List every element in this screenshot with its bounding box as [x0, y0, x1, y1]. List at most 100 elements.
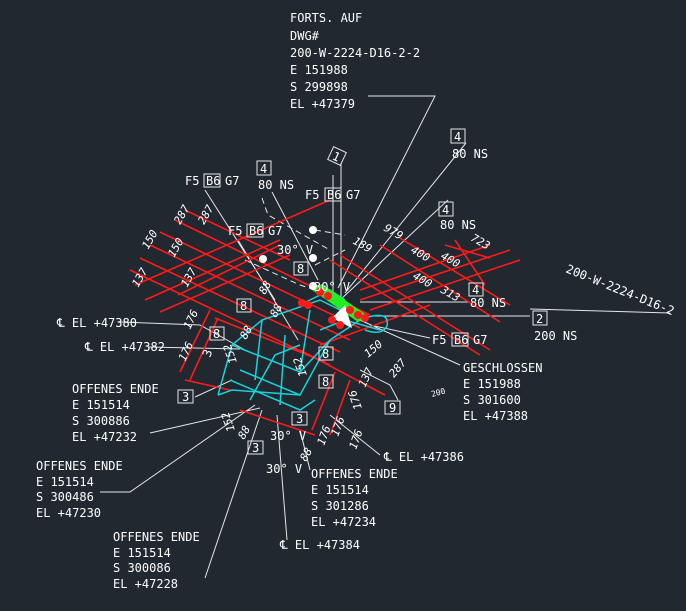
closed-end-s: S 301600	[463, 393, 521, 407]
closed-end-e: E 151988	[463, 377, 521, 391]
svg-text:400: 400	[409, 243, 433, 264]
slope-label: 200	[430, 386, 446, 398]
svg-text:150: 150	[165, 235, 186, 259]
svg-text:B6: B6	[327, 188, 341, 202]
item-number: 8	[297, 262, 304, 276]
svg-text:S 300886: S 300886	[72, 414, 130, 428]
svg-text:E 151514: E 151514	[113, 546, 171, 560]
svg-text:B6: B6	[249, 224, 263, 238]
svg-text:S 300086: S 300086	[113, 561, 171, 575]
spec-label: F5 B6 G7	[432, 333, 487, 347]
svg-text:G7: G7	[268, 224, 282, 238]
svg-text:S 300486: S 300486	[36, 490, 94, 504]
open-end-label: OFFENES ENDE E 151514 S 300886 EL +47232	[72, 382, 159, 444]
item-number: 8	[240, 299, 247, 313]
continuation-label: FORTS. AUF	[290, 11, 362, 25]
svg-text:287: 287	[386, 356, 409, 380]
angle-label: 30° V	[277, 243, 313, 257]
callout-size: 80 NS	[452, 147, 488, 161]
continuation-s: S 299898	[290, 80, 348, 94]
svg-text:OFFENES ENDE: OFFENES ENDE	[311, 467, 398, 481]
svg-text:S 301286: S 301286	[311, 499, 369, 513]
item-number: 8	[322, 375, 329, 389]
svg-text:EL +47230: EL +47230	[36, 506, 101, 520]
angle-label: 30° V	[270, 429, 306, 443]
callout-size: 80 NS	[258, 178, 294, 192]
weld-points	[298, 288, 369, 329]
item-number: 3	[200, 347, 216, 359]
callout-size: 200 NS	[534, 329, 577, 343]
svg-text:287: 287	[171, 202, 192, 226]
svg-text:B6: B6	[454, 333, 468, 347]
support-points	[259, 226, 317, 290]
svg-text:150: 150	[362, 337, 386, 360]
svg-text:88: 88	[256, 278, 274, 296]
item-number: 3	[252, 441, 259, 455]
svg-text:176: 176	[346, 388, 365, 411]
centerline-elevation: ℄ EL +47386	[383, 450, 464, 464]
svg-text:137: 137	[356, 365, 376, 389]
spec-label: F5 B6 G7	[185, 174, 239, 188]
centerline-elevation: ℄ EL +47382	[84, 340, 165, 354]
svg-text:OFFENES ENDE: OFFENES ENDE	[36, 459, 123, 473]
callout-box: 4	[472, 283, 479, 297]
item-number: 8	[213, 327, 220, 341]
open-end-label: OFFENES ENDE E 151514 S 300486 EL +47230	[36, 459, 123, 520]
closed-end-el: EL +47388	[463, 409, 528, 423]
svg-text:OFFENES ENDE: OFFENES ENDE	[72, 382, 159, 396]
svg-text:88: 88	[237, 323, 255, 341]
item-number: 9	[389, 401, 396, 415]
svg-text:E 151514: E 151514	[72, 398, 130, 412]
closed-end-label: GESCHLOSSEN	[463, 361, 542, 375]
item-number: 8	[322, 347, 329, 361]
svg-text:723: 723	[469, 231, 493, 252]
svg-text:EL +47232: EL +47232	[72, 430, 137, 444]
callout-size: 80 NS	[470, 296, 506, 310]
continuation-e: E 151988	[290, 63, 348, 77]
centerline-elevation: ℄ EL +47384	[279, 538, 360, 552]
dimension-labels: 287 287 150 150 137 137 176 176 88 88 18…	[129, 202, 492, 463]
svg-text:88: 88	[267, 301, 285, 319]
centerline-elevation: ℄ EL +47380	[56, 316, 137, 330]
svg-text:G7: G7	[473, 333, 487, 347]
open-end-label: OFFENES ENDE E 151514 S 300086 EL +47228	[113, 530, 200, 591]
callout-box: 2	[536, 312, 543, 326]
item-number: 3	[296, 412, 303, 426]
angle-label: 30° V	[266, 462, 302, 476]
svg-text:152: 152	[291, 355, 310, 378]
svg-text:88: 88	[235, 423, 253, 441]
svg-text:B6: B6	[206, 174, 220, 188]
label-boxes	[177, 128, 548, 455]
svg-text:F5: F5	[305, 188, 319, 202]
continuation-dwg-label: DWG#	[290, 29, 320, 43]
item-number: 3	[182, 390, 189, 404]
angle-label: 30° V	[314, 280, 350, 294]
svg-text:E 151514: E 151514	[311, 483, 369, 497]
continuation-dwg: 200-W-2224-D16-2-2	[290, 46, 420, 60]
callout-box: 4	[454, 130, 461, 144]
svg-text:176: 176	[329, 415, 348, 438]
svg-text:F5: F5	[185, 174, 199, 188]
svg-text:88: 88	[297, 445, 315, 463]
leader-lines	[100, 95, 671, 579]
callout-box: 4	[442, 203, 449, 217]
svg-text:EL +47234: EL +47234	[311, 515, 376, 529]
svg-text:189: 189	[351, 234, 375, 255]
callout-box: 4	[260, 162, 267, 176]
svg-text:400: 400	[411, 269, 435, 290]
svg-text:E 151514: E 151514	[36, 475, 94, 489]
svg-text:137: 137	[129, 265, 150, 289]
open-end-label: OFFENES ENDE E 151514 S 301286 EL +47234	[311, 467, 398, 529]
spec-label: F5 B6 G7	[228, 224, 282, 238]
svg-text:176: 176	[181, 307, 201, 331]
svg-text:F5: F5	[432, 333, 446, 347]
continuation-el: EL +47379	[290, 97, 355, 111]
svg-text:OFFENES ENDE: OFFENES ENDE	[113, 530, 200, 544]
svg-text:F5: F5	[228, 224, 242, 238]
dimension-lines	[129, 199, 521, 436]
svg-text:EL +47228: EL +47228	[113, 577, 178, 591]
svg-text:G7: G7	[225, 174, 239, 188]
